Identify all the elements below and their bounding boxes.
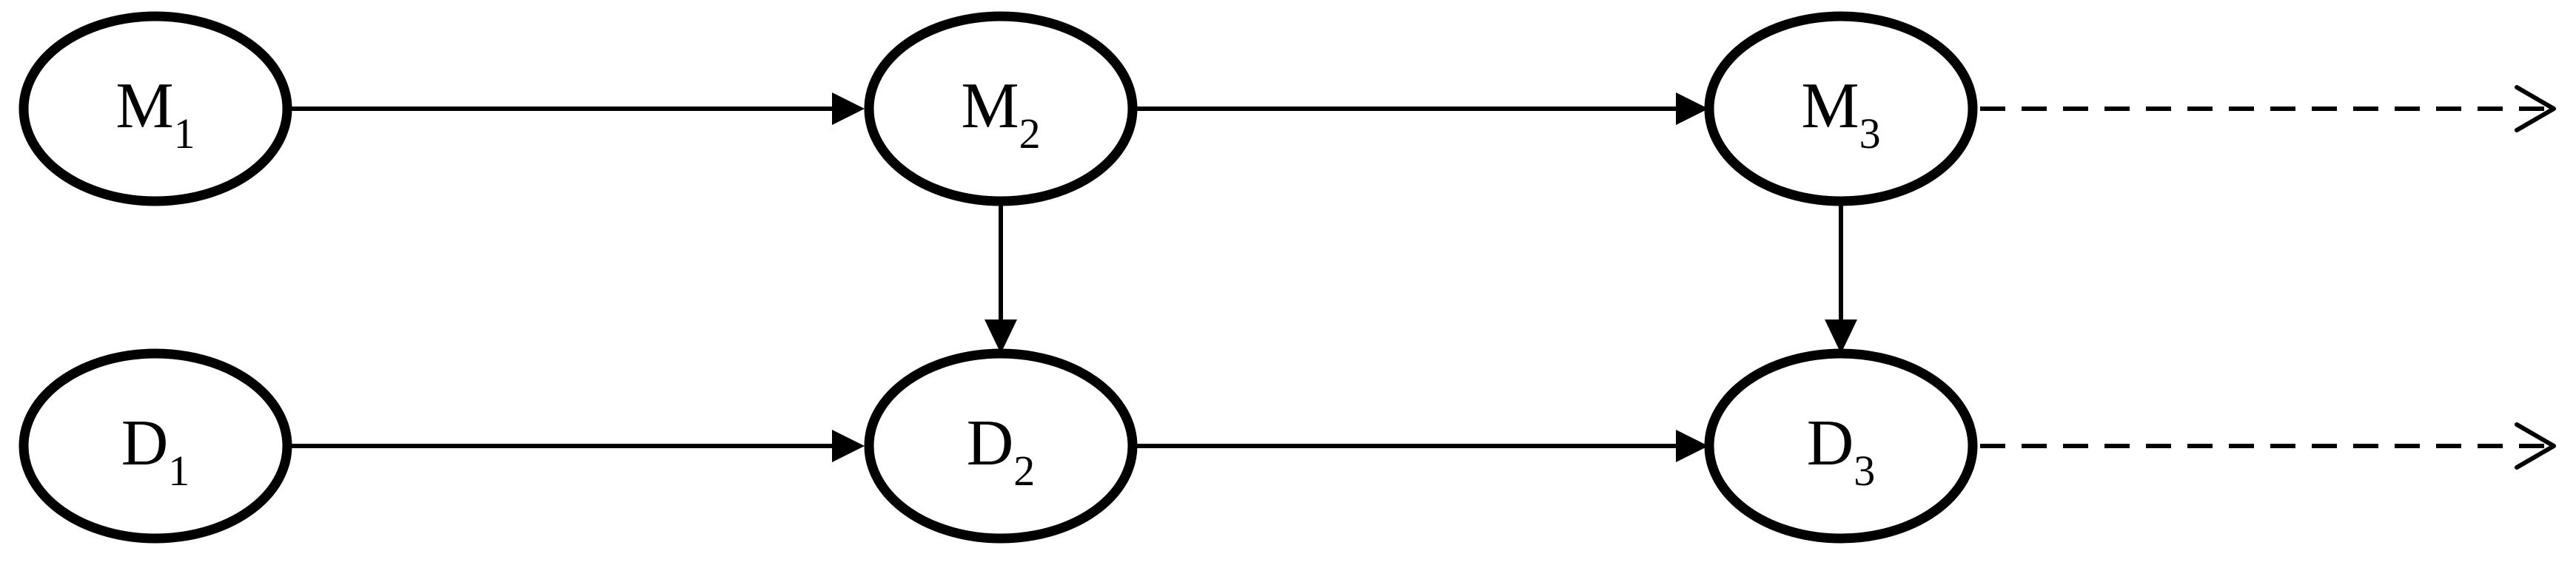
node-d2: D2 (864, 348, 1138, 544)
edge-m1-m2 (290, 92, 865, 125)
node-m2-label: M2 (961, 70, 1040, 158)
node-m3: M3 (1704, 11, 1978, 206)
node-d1-label: D1 (121, 408, 190, 495)
edge-d3-continuation (1980, 422, 2556, 470)
node-m2: M2 (864, 11, 1138, 206)
node-m1-label: M1 (115, 70, 195, 158)
node-d2-label: D2 (967, 408, 1036, 495)
edge-m3-d3 (1825, 201, 1857, 354)
edge-d1-d2 (290, 430, 865, 462)
node-d3-label: D3 (1807, 408, 1876, 495)
edge-d2-d3 (1136, 430, 1708, 462)
node-d1: D1 (19, 348, 292, 544)
node-m3-label: M3 (1801, 70, 1880, 158)
edge-m2-m3 (1136, 92, 1708, 125)
edge-m2-d2 (985, 201, 1017, 354)
node-m1: M1 (19, 11, 292, 206)
edge-m3-continuation (1980, 85, 2556, 132)
node-d3: D3 (1704, 348, 1978, 544)
